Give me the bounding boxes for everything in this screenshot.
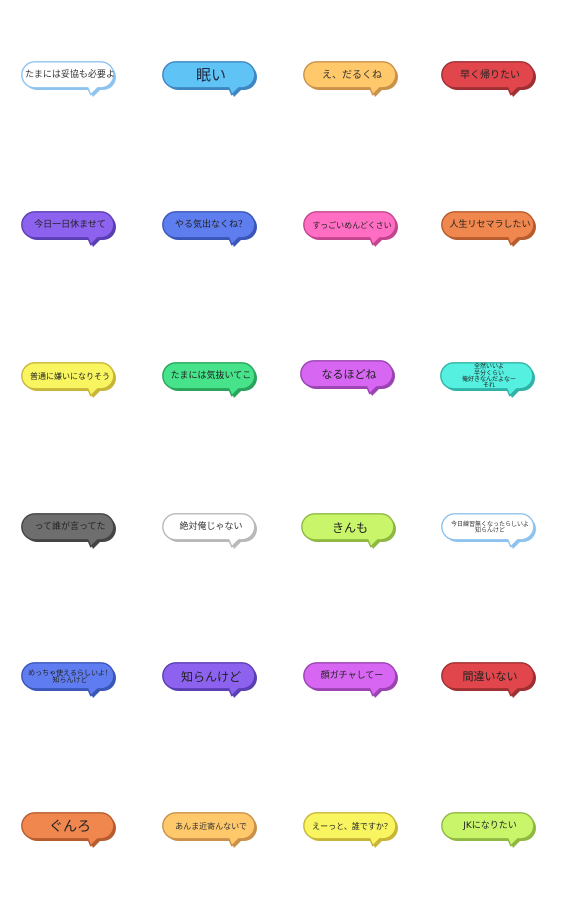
sticker-label-16: 今日練習無くなったらしいよ 知らんけど (451, 520, 529, 534)
sticker-label-11: なるほどね (321, 368, 377, 382)
sticker-label-18: 知らんけど (180, 669, 241, 684)
speech-bubble-21 (21, 812, 116, 848)
sticker-label-1: たまには妥協も必要よ (25, 70, 115, 81)
sticker-label-2: 眠い (195, 66, 226, 85)
sticker-label-10: たまには気抜いてこ (170, 371, 252, 382)
speech-bubble-2 (162, 61, 257, 97)
sticker-4[interactable]: 早く帰りたい (441, 61, 541, 101)
sticker-label-9: 普通に嫌いになりそう (30, 371, 110, 381)
sticker-18[interactable]: 知らんけど (162, 662, 262, 702)
sticker-11[interactable]: なるほどね (300, 360, 400, 400)
sticker-13[interactable]: って誰が言ってた (21, 513, 121, 553)
speech-bubble-3 (303, 61, 398, 97)
sticker-label-12: 全然いいよ 半分くらい 俺好きなんだよなー それ (461, 363, 516, 390)
sticker-label-6: やる気出なくね？ (174, 220, 247, 231)
sticker-9[interactable]: 普通に嫌いになりそう (21, 362, 121, 402)
sticker-6[interactable]: やる気出なくね？ (162, 211, 262, 251)
sticker-15[interactable]: きんも (301, 513, 401, 553)
speech-bubble-8 (441, 211, 536, 247)
sticker-1[interactable]: たまには妥協も必要よ (21, 61, 121, 101)
speech-bubble-22 (162, 812, 257, 848)
sticker-23[interactable]: えーっと、誰ですか？ (303, 812, 403, 852)
speech-bubble-1 (21, 61, 116, 97)
sticker-label-3: え、だるくね (322, 69, 382, 81)
speech-bubble-10 (162, 362, 257, 398)
speech-bubble-5 (21, 211, 116, 247)
sticker-label-24: JKになりたい (463, 821, 517, 832)
sticker-label-14: 絶対俺じゃない (179, 522, 243, 533)
sticker-12[interactable]: 全然いいよ 半分くらい 俺好きなんだよなー それ (440, 362, 540, 402)
speech-bubble-17 (21, 662, 116, 698)
sticker-17[interactable]: めっちゃ使えるらしいよ！ 知らんけど (21, 662, 121, 702)
sticker-10[interactable]: たまには気抜いてこ (162, 362, 262, 402)
speech-bubble-15 (301, 513, 396, 549)
speech-bubble-16 (441, 513, 536, 549)
sticker-label-13: って誰が言ってた (34, 522, 106, 533)
sticker-label-8: 人生リセマラしたい (449, 220, 531, 231)
speech-bubble-13 (21, 513, 116, 549)
sticker-label-22: あんま近寄んないで (175, 821, 247, 831)
sticker-label-23: えーっと、誰ですか？ (312, 821, 392, 831)
speech-bubble-23 (303, 812, 398, 848)
sticker-label-15: きんも (331, 520, 368, 535)
sticker-3[interactable]: え、だるくね (303, 61, 403, 101)
speech-bubble-9 (21, 362, 116, 398)
speech-bubble-12 (440, 362, 535, 398)
sticker-5[interactable]: 今日一日休ませて (21, 211, 121, 251)
speech-bubble-19 (303, 662, 398, 698)
speech-bubble-7 (303, 211, 398, 247)
sticker-label-5: 今日一日休ませて (34, 220, 106, 231)
speech-bubble-6 (162, 211, 257, 247)
speech-bubble-4 (441, 61, 536, 97)
sticker-label-4: 早く帰りたい (460, 69, 520, 81)
speech-bubble-11 (300, 360, 395, 396)
sticker-14[interactable]: 絶対俺じゃない (162, 513, 262, 553)
sticker-label-17: めっちゃ使えるらしいよ！ 知らんけど (28, 668, 112, 684)
sticker-20[interactable]: 間違いない (441, 662, 541, 702)
sticker-7[interactable]: すっごいめんどくさい (303, 211, 403, 251)
speech-bubble-18 (162, 662, 257, 698)
sticker-label-21: ぐんろ (49, 818, 91, 835)
speech-bubble-24 (441, 812, 536, 848)
speech-bubble-20 (441, 662, 536, 698)
sticker-16[interactable]: 今日練習無くなったらしいよ 知らんけど (441, 513, 541, 553)
sticker-label-7: すっごいめんどくさい (312, 220, 392, 230)
sticker-21[interactable]: ぐんろ (21, 812, 121, 852)
speech-bubble-14 (162, 513, 257, 549)
sticker-label-19: 顔ガチャしてー (320, 671, 384, 682)
sticker-22[interactable]: あんま近寄んないで (162, 812, 262, 852)
sticker-label-20: 間違いない (462, 670, 518, 684)
sticker-24[interactable]: JKになりたい (441, 812, 541, 852)
sticker-8[interactable]: 人生リセマラしたい (441, 211, 541, 251)
sticker-19[interactable]: 顔ガチャしてー (303, 662, 403, 702)
sticker-2[interactable]: 眠い (162, 61, 262, 101)
